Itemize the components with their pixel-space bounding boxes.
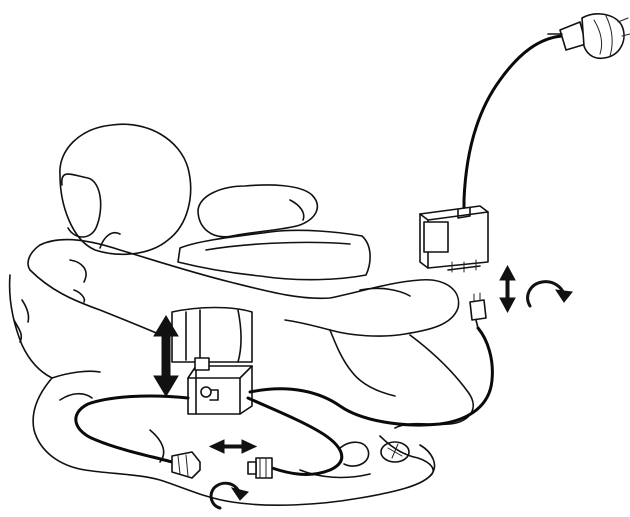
water-pump [188,358,252,414]
connector-rotate-arrow [211,483,248,508]
power-transformer [420,206,488,272]
transformer-rotate-arrow [528,282,572,306]
pump-height-adjust-arrow [154,316,178,396]
rock-shelf [172,308,252,363]
transformer-plug-arrow [500,266,515,312]
cable-connector [172,452,272,478]
mains-cable [464,36,562,212]
transformer-low-voltage-plug [470,293,486,328]
connector-push-arrow [210,440,256,453]
